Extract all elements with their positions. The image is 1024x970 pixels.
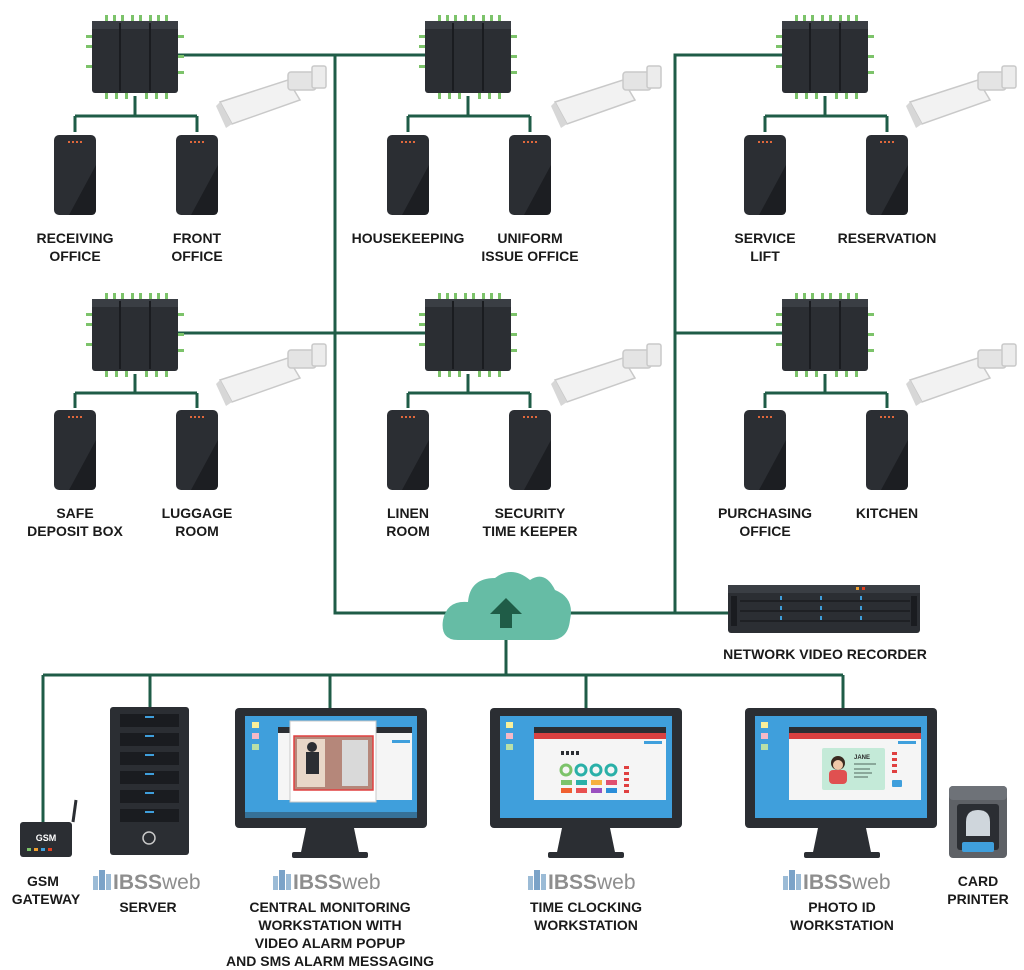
access-point-label: OFFICE	[49, 248, 100, 264]
nvr-label: NETWORK VIDEO RECORDER	[723, 646, 927, 662]
time-clocking-workstation	[490, 708, 682, 858]
access-point-label: OFFICE	[171, 248, 222, 264]
server-label: SERVER	[119, 899, 176, 915]
access-point-label: LUGGAGE	[162, 505, 233, 521]
card-reader	[176, 135, 218, 215]
access-point-label: UNIFORM	[497, 230, 562, 246]
photoid-label: PHOTO ID	[808, 899, 875, 915]
access-point-label: DEPOSIT BOX	[27, 523, 123, 539]
photoid-label: WORKSTATION	[790, 917, 894, 933]
ip-camera	[550, 65, 662, 129]
brand-building-icon	[273, 870, 291, 890]
access-point-label: LIFT	[750, 248, 780, 264]
ip-camera	[215, 65, 327, 129]
brand-logo: IBSSweb	[113, 871, 201, 894]
card-printer-label: CARD	[958, 873, 998, 889]
card-reader	[54, 410, 96, 490]
access-point-label: SERVICE	[734, 230, 795, 246]
access-controller	[85, 292, 185, 378]
power-button-icon	[142, 831, 156, 845]
central-label: VIDEO ALARM POPUP	[255, 935, 405, 951]
card-reader	[509, 410, 551, 490]
cloud-icon	[442, 571, 571, 640]
access-point-label: ROOM	[175, 523, 219, 539]
id-card-name: JANE	[854, 755, 870, 761]
central-label: AND SMS ALARM MESSAGING	[226, 953, 434, 969]
access-controller	[418, 292, 518, 378]
card-reader	[509, 135, 551, 215]
central-monitoring-workstation	[235, 708, 427, 858]
upload-arrow-icon	[490, 598, 522, 628]
access-point-label: FRONT	[173, 230, 222, 246]
card-reader	[866, 410, 908, 490]
card-reader	[866, 135, 908, 215]
access-point-label: SECURITY	[495, 505, 566, 521]
server-tower	[110, 707, 189, 855]
access-point-label: PURCHASING	[718, 505, 812, 521]
central-label: CENTRAL MONITORING	[249, 899, 410, 915]
gsm-gateway-device: GSM	[20, 799, 78, 857]
card-printer-label: PRINTER	[947, 891, 1008, 907]
card-printer-device	[949, 786, 1007, 858]
card-reader	[744, 410, 786, 490]
access-point-label: KITCHEN	[856, 505, 918, 521]
access-point-label: LINEN	[387, 505, 429, 521]
ip-camera	[905, 343, 1017, 407]
access-point-label: SAFE	[56, 505, 93, 521]
access-controller	[775, 292, 875, 378]
access-point-labels: RECEIVING OFFICE FRONT OFFICE HOUSEKEEPI…	[27, 230, 936, 539]
card-reader	[387, 135, 429, 215]
access-point-label: RESERVATION	[838, 230, 937, 246]
access-controller	[85, 14, 185, 100]
card-reader	[387, 410, 429, 490]
brand-logo: IBSSweb	[293, 871, 381, 894]
ip-camera	[905, 65, 1017, 129]
ip-camera	[550, 343, 662, 407]
access-point-label: OFFICE	[739, 523, 790, 539]
ip-camera	[215, 343, 327, 407]
brand-building-icon	[528, 870, 546, 890]
brand-building-icon	[783, 870, 801, 890]
network-connectors	[41, 53, 889, 822]
timeclock-label: TIME CLOCKING	[530, 899, 642, 915]
access-controller	[775, 14, 875, 100]
gsm-label: GATEWAY	[12, 891, 81, 907]
card-reader	[54, 135, 96, 215]
access-controller	[418, 14, 518, 100]
access-point-label: ROOM	[386, 523, 430, 539]
card-reader	[176, 410, 218, 490]
access-point-label: TIME KEEPER	[483, 523, 578, 539]
gsm-label: GSM	[27, 873, 59, 889]
photo-id-workstation: JANE	[745, 708, 937, 858]
printer-icon	[892, 780, 902, 787]
gsm-device-text: GSM	[36, 833, 57, 843]
access-point-label: ISSUE OFFICE	[481, 248, 578, 264]
card-reader	[744, 135, 786, 215]
brand-building-icon	[93, 870, 111, 890]
central-label: WORKSTATION WITH	[258, 917, 401, 933]
network-video-recorder	[728, 585, 920, 633]
brand-logo: IBSSweb	[803, 871, 891, 894]
timeclock-label: WORKSTATION	[534, 917, 638, 933]
brand-logo: IBSSweb	[548, 871, 636, 894]
access-point-label: RECEIVING	[36, 230, 113, 246]
access-point-label: HOUSEKEEPING	[352, 230, 465, 246]
